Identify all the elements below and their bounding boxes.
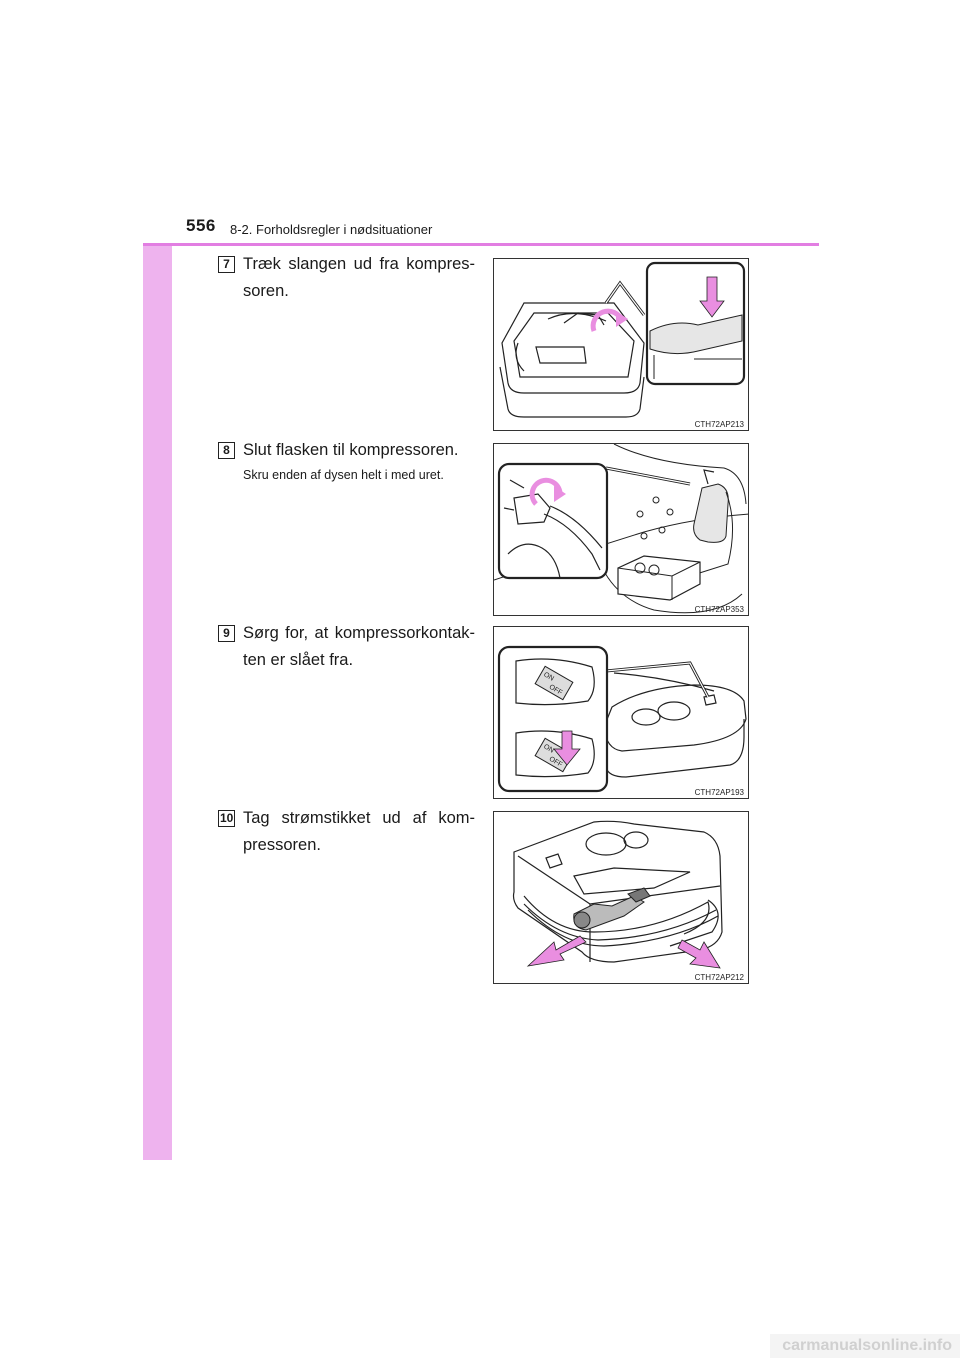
- figure-code-7: CTH72AP213: [694, 420, 744, 429]
- figure-code-10: CTH72AP212: [694, 973, 744, 982]
- step-10-text: Tag strømstikket ud af kom-pressoren.: [243, 809, 475, 854]
- figure-step-10: CTH72AP212: [493, 811, 749, 984]
- step-8-text: Slut flasken til kompressoren.: [243, 441, 459, 459]
- page-number: 556: [186, 216, 216, 235]
- figure-code-8: CTH72AP353: [694, 605, 744, 614]
- step-number-7: 7: [218, 256, 235, 273]
- step-number-9: 9: [218, 625, 235, 642]
- footer-watermark: carmanualsonline.info: [782, 1337, 952, 1354]
- step-9-text: Sørg for, at kompressorkontak-ten er slå…: [243, 624, 475, 669]
- step-7-text: Træk slangen ud fra kompres-soren.: [243, 255, 475, 300]
- figure-code-9: CTH72AP193: [694, 788, 744, 797]
- footer-watermark-band: [770, 1334, 960, 1358]
- header-band: [143, 198, 819, 244]
- figure-step-9: ON OFF ON OFF CTH72AP193: [493, 626, 749, 799]
- bottle-connection-illustration: [494, 444, 748, 614]
- compressor-hose-illustration: [499, 261, 746, 418]
- header-rule: [143, 243, 819, 246]
- section-title: 8-2. Forholdsregler i nødsituationer: [230, 222, 433, 237]
- switch-on-label-top: ON: [542, 671, 555, 682]
- figure-step-8: CTH72AP353: [493, 443, 749, 616]
- power-plug-illustration: [512, 820, 723, 969]
- compressor-switch-illustration: ON OFF ON OFF: [497, 645, 747, 793]
- step-8-subtext: Skru enden af dysen helt i med uret.: [243, 468, 444, 482]
- switch-on-label-bottom: ON: [542, 743, 555, 754]
- step-number-10: 10: [218, 810, 236, 827]
- figure-step-7: CTH72AP213: [493, 258, 749, 431]
- chapter-sidebar: [143, 198, 172, 1160]
- step-number-8: 8: [218, 442, 235, 459]
